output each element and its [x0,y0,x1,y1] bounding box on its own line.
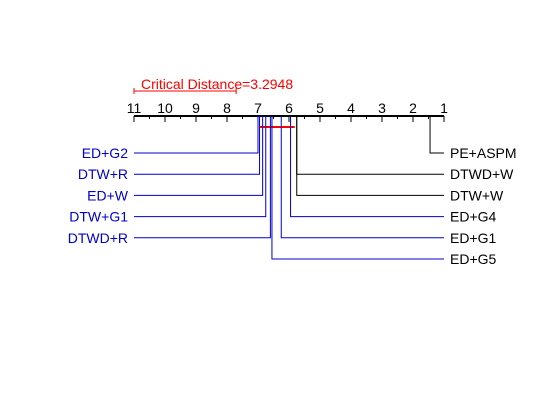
connector-dtwd-w [296,116,444,175]
critical-distance-indicator: Critical Distance=3.2948 [133,76,293,94]
connector-ed-g4 [290,116,444,218]
axis-tick-label: 7 [254,100,262,116]
method-label-pe-aspm: PE+ASPM [450,145,517,161]
connector-ed-g1 [280,116,444,239]
axis-tick-label: 11 [127,100,142,116]
connector-dtw-r [134,116,261,175]
axis-tick-label: 2 [409,100,417,116]
axis-tick-label: 5 [316,100,324,116]
method-label-dtw-r: DTW+R [78,166,128,182]
method-label-ed-g1: ED+G1 [450,230,497,246]
method-label-ed-g4: ED+G4 [450,209,497,225]
axis-tick-label: 6 [285,100,293,116]
axis-tick-label: 8 [223,100,231,116]
connector-ed-g5 [271,116,444,260]
rank-axis: 11 10 9 8 7 6 5 4 3 2 1 [127,100,448,122]
method-label-ed-g2: ED+G2 [82,145,129,161]
method-label-dtw-w: DTW+W [450,187,504,203]
axis-tick-label: 9 [192,100,200,116]
axis-tick-label: 3 [378,100,386,116]
connector-ed-g2 [134,116,259,154]
connector-pe-aspm [429,116,444,154]
connector-dtw-g1 [134,116,267,218]
connector-ed-w [134,116,264,196]
method-label-ed-w: ED+W [87,187,129,203]
connector-dtwd-r [134,116,271,239]
method-label-dtwd-r: DTWD+R [68,230,128,246]
method-label-dtwd-w: DTWD+W [450,166,514,182]
connector-dtw-w [296,116,444,196]
method-label-ed-g5: ED+G5 [450,251,497,267]
method-label-dtw-g1: DTW+G1 [69,209,128,225]
axis-tick-label: 4 [347,100,355,116]
axis-tick-label: 1 [440,100,448,116]
axis-tick-label: 10 [157,100,173,116]
critical-distance-label: Critical Distance=3.2948 [141,76,293,92]
